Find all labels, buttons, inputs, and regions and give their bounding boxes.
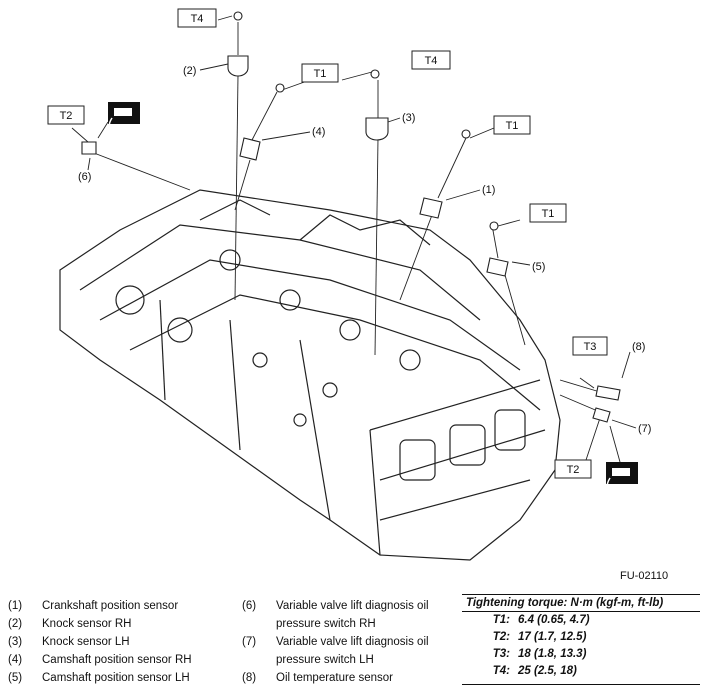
torque-key: T4: — [492, 665, 510, 677]
callout-4: (4) — [312, 126, 325, 138]
legend-text: Variable valve lift diagnosis oil pressu… — [276, 636, 429, 666]
callouts: (2) (3) (4) (1) (5) (6) (8) (7) — [78, 65, 651, 435]
sealant-tube-icon — [606, 462, 638, 489]
torque-key: T1: — [492, 614, 510, 626]
legend-item: (4) Camshaft position sensor RH — [8, 651, 192, 669]
torque-tag-t1: T1 — [542, 208, 555, 220]
torque-row: T4: 25 (2.5, 18) — [462, 663, 700, 680]
legend-item: (1) Crankshaft position sensor — [8, 597, 192, 615]
torque-tag-t1: T1 — [506, 120, 519, 132]
legend-text: Knock sensor RH — [42, 618, 132, 630]
legend-item: (2) Knock sensor RH — [8, 615, 192, 633]
legend-middle: (6) Variable valve lift diagnosis oil pre… — [242, 597, 457, 687]
torque-tag-labels: T4 T4 T1 T1 T1 T2 T3 T2 — [60, 13, 597, 476]
oil-pressure-switch-rh — [81, 141, 97, 155]
components — [81, 11, 621, 423]
engine-diagram: T4 T4 T1 T1 T1 T2 T3 T2 (2) (3) (4) (1) … — [47, 8, 651, 561]
torque-table: Tightening torque: N·m (kgf-m, ft-lb) T1… — [462, 594, 700, 685]
camshaft-position-sensor-rh — [239, 137, 261, 161]
legend-num: (6) — [242, 600, 257, 612]
torque-key: T2: — [492, 631, 510, 643]
torque-row: T3: 18 (1.8, 13.3) — [462, 646, 700, 663]
knock-sensor-rh — [227, 55, 249, 77]
legend-left: (1) Crankshaft position sensor (2) Knock s… — [8, 597, 192, 687]
callout-6: (6) — [78, 171, 91, 183]
leader-lines — [71, 15, 637, 463]
bolt — [461, 129, 471, 139]
legend-text: Camshaft position sensor LH — [42, 672, 190, 684]
torque-tag-t3: T3 — [584, 341, 597, 353]
callout-1: (1) — [482, 184, 495, 196]
legend-num: (3) — [8, 636, 23, 648]
sealant-tube-icon — [108, 102, 140, 129]
torque-tag-t1: T1 — [314, 68, 327, 80]
legend-num: (7) — [242, 636, 257, 648]
legend-num: (8) — [242, 672, 257, 684]
torque-title: Tightening torque: N·m (kgf-m, ft-lb) — [462, 594, 700, 612]
bolt — [275, 83, 285, 93]
legend-text: Camshaft position sensor RH — [42, 654, 192, 666]
legend-item: (6) Variable valve lift diagnosis oil pre… — [242, 597, 457, 633]
torque-value: 17 (1.7, 12.5) — [518, 631, 587, 643]
torque-key: T3: — [492, 648, 510, 660]
callout-5: (5) — [532, 261, 545, 273]
legend-text: Crankshaft position sensor — [42, 600, 179, 612]
legend-num: (4) — [8, 654, 23, 666]
callout-2: (2) — [183, 65, 196, 77]
callout-3: (3) — [402, 112, 415, 124]
legend-item: (3) Knock sensor LH — [8, 633, 192, 651]
camshaft-position-sensor-lh — [486, 257, 509, 277]
legend-text: Variable valve lift diagnosis oil pressu… — [276, 600, 429, 630]
legend-item: (7) Variable valve lift diagnosis oil pre… — [242, 633, 457, 669]
torque-row: T1: 6.4 (0.65, 4.7) — [462, 612, 700, 629]
torque-tag-t2: T2 — [60, 110, 73, 122]
legend-num: (2) — [8, 618, 23, 630]
legend-num: (1) — [8, 600, 23, 612]
torque-tag-t4: T4 — [425, 55, 438, 67]
bolt — [233, 11, 243, 21]
engine-block — [59, 189, 561, 561]
oil-pressure-switch-lh — [592, 407, 611, 423]
legend-item: (5) Camshaft position sensor LH — [8, 669, 192, 687]
torque-value: 18 (1.8, 13.3) — [518, 648, 587, 660]
bolt — [489, 221, 499, 231]
torque-tags — [47, 8, 608, 479]
legend-text: Oil temperature sensor — [276, 672, 393, 684]
knock-sensor-lh — [365, 117, 389, 141]
bolt — [370, 69, 380, 79]
torque-tag-t4: T4 — [191, 13, 204, 25]
crankshaft-position-sensor — [419, 197, 443, 219]
figure-code: FU-02110 — [620, 570, 669, 582]
callout-7: (7) — [638, 423, 651, 435]
torque-tag-t2: T2 — [567, 464, 580, 476]
torque-bottom-rule — [462, 680, 700, 685]
torque-row: T2: 17 (1.7, 12.5) — [462, 629, 700, 646]
callout-8: (8) — [632, 341, 645, 353]
oil-temperature-sensor — [595, 385, 621, 401]
legend-num: (5) — [8, 672, 23, 684]
torque-value: 25 (2.5, 18) — [518, 665, 577, 677]
legend-item: (8) Oil temperature sensor — [242, 669, 457, 687]
legend-text: Knock sensor LH — [42, 636, 130, 648]
torque-value: 6.4 (0.65, 4.7) — [518, 614, 590, 626]
